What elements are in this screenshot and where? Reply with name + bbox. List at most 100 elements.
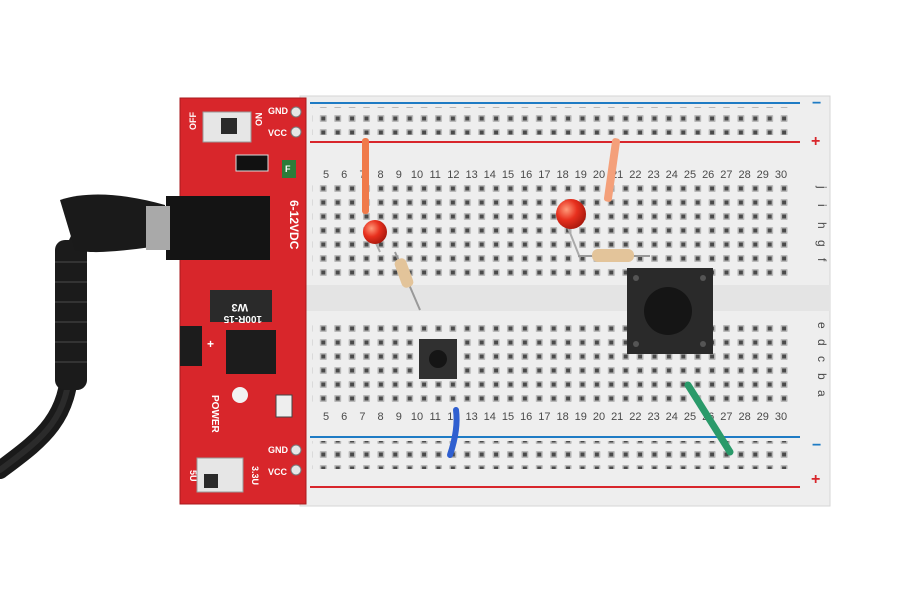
row-letter-upper: i <box>815 204 829 207</box>
gnd-pin-bottom <box>290 444 302 456</box>
column-number-top: 23 <box>647 169 659 181</box>
label-gnd-top: GND <box>268 106 289 116</box>
center-channel <box>300 285 830 311</box>
voltage-select-switch <box>196 457 244 493</box>
regulator-marking-top: W3 <box>232 301 249 313</box>
column-number-bottom: 14 <box>484 411 496 423</box>
column-number-bottom: 29 <box>757 411 769 423</box>
column-number-bottom: 18 <box>556 411 568 423</box>
label-5v: 5U <box>188 470 198 482</box>
bottom-rail-holes <box>312 441 792 469</box>
row-letters-upper: j i h g f <box>815 185 829 262</box>
lower-terminal-holes <box>312 318 792 402</box>
gnd-pin-top <box>290 106 302 118</box>
power-led <box>275 394 293 418</box>
label-gnd-bottom: GND <box>268 445 289 455</box>
barrel-plug-tip <box>146 206 170 250</box>
green-jumper-wire <box>684 381 734 456</box>
column-number-bottom: 17 <box>538 411 550 423</box>
column-number-bottom: 8 <box>378 411 384 423</box>
column-number-top: 22 <box>629 169 641 181</box>
column-number-top: 29 <box>757 169 769 181</box>
column-number-bottom: 16 <box>520 411 532 423</box>
column-number-top: 15 <box>502 169 514 181</box>
header-plus-label: + <box>207 337 214 351</box>
column-number-bottom: 27 <box>720 411 732 423</box>
column-number-bottom: 28 <box>738 411 750 423</box>
upper-terminal-holes <box>312 182 792 280</box>
power-supply-module: OFF ON GND VCC F 6-12VDC W3 100R-15 + PO… <box>146 97 307 505</box>
column-number-top: 13 <box>465 169 477 181</box>
components <box>362 138 734 458</box>
column-number-top: 30 <box>775 169 787 181</box>
column-number-bottom: 30 <box>775 411 787 423</box>
jack-rating-label: 6-12VDC <box>287 200 301 250</box>
inductor-package <box>210 290 272 322</box>
column-number-top: 12 <box>447 169 459 181</box>
small-pushbutton-cap <box>429 350 447 368</box>
column-number-bottom: 21 <box>611 411 623 423</box>
column-number-top: 17 <box>538 169 550 181</box>
row-letter-lower: c <box>815 356 829 362</box>
row-letter-lower: e <box>815 322 829 329</box>
red-led-left <box>363 220 387 244</box>
label-on: ON <box>254 113 264 127</box>
bottom-rail-plus: + <box>811 471 820 488</box>
salmon-jumper-wire <box>603 138 621 202</box>
column-number-top: 8 <box>378 169 384 181</box>
column-number-top: 20 <box>593 169 605 181</box>
row-letter-upper: g <box>815 240 829 247</box>
cable-strain-relief <box>55 240 87 390</box>
column-number-top: 25 <box>684 169 696 181</box>
silkscreen-logo <box>232 387 248 403</box>
top-switch-knob <box>221 118 237 134</box>
voltage-switch-knob <box>204 474 218 488</box>
column-number-bottom: 11 <box>429 411 440 423</box>
voltage-regulator <box>226 330 276 374</box>
column-number-top: 24 <box>666 169 678 181</box>
row-letter-upper: f <box>815 258 829 262</box>
column-number-top: 27 <box>720 169 732 181</box>
row-letter-lower: b <box>815 373 829 380</box>
column-number-top: 14 <box>484 169 496 181</box>
label-off: OFF <box>188 112 198 130</box>
column-number-top: 28 <box>738 169 750 181</box>
column-number-top: 18 <box>556 169 568 181</box>
column-number-top: 10 <box>411 169 423 181</box>
vcc-pin-bottom <box>290 464 302 476</box>
row-letter-lower: d <box>815 339 829 346</box>
column-number-top: 9 <box>396 169 402 181</box>
column-number-bottom: 5 <box>323 411 329 423</box>
vcc-pin-top <box>290 126 302 138</box>
column-number-top: 26 <box>702 169 714 181</box>
column-number-bottom: 25 <box>684 411 696 423</box>
column-number-bottom: 22 <box>629 411 641 423</box>
label-vcc-bottom: VCC <box>268 467 288 477</box>
dc-power-cable <box>0 194 169 479</box>
column-number-bottom: 13 <box>465 411 477 423</box>
column-number-bottom: 7 <box>359 411 365 423</box>
row-letter-upper: j <box>815 185 829 189</box>
top-rail-holes <box>312 107 792 135</box>
column-number-bottom: 6 <box>341 411 347 423</box>
column-number-bottom: 20 <box>593 411 605 423</box>
column-number-bottom: 10 <box>411 411 423 423</box>
row-letter-upper: h <box>815 222 829 229</box>
smd-cap <box>282 160 296 178</box>
orange-jumper-wire <box>362 138 369 214</box>
column-number-bottom: 15 <box>502 411 514 423</box>
label-3v3: 3.3U <box>250 466 260 485</box>
column-number-bottom: 19 <box>575 411 587 423</box>
column-number-top: 19 <box>575 169 587 181</box>
resistor-left <box>394 258 414 288</box>
bottom-rail-minus: − <box>812 437 821 454</box>
column-number-top: 5 <box>323 169 329 181</box>
resistor-right <box>592 249 634 262</box>
regulator-marking-bottom: 100R-15 <box>223 313 262 324</box>
cap-label: F <box>285 164 291 174</box>
breadboard: − + − + 56789101112131415161718192021222… <box>299 95 831 507</box>
plug-body <box>60 194 165 253</box>
